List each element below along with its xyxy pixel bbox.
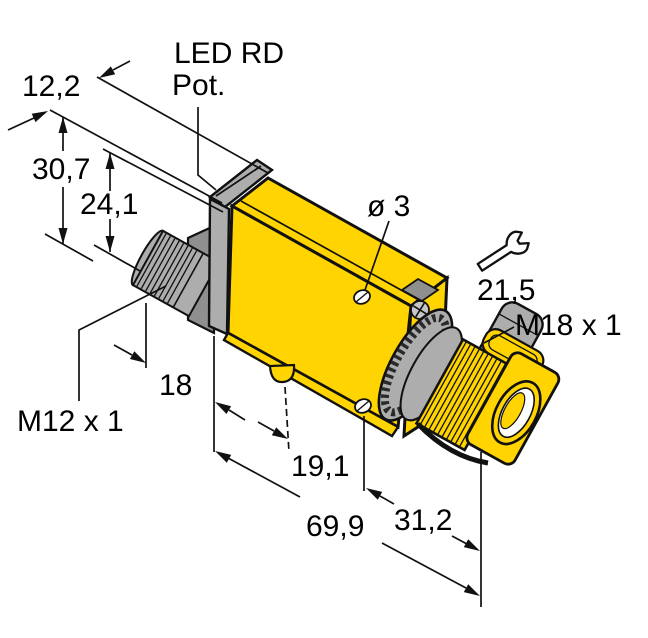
dimension-head-length: 31,2: [366, 488, 480, 551]
dimension-total-height: 30,7: [32, 117, 94, 262]
wrench-callout: 21,5: [476, 230, 535, 307]
wrench-icon: [476, 230, 530, 272]
ext-line-tab: [284, 386, 290, 453]
mounting-tab: [268, 363, 296, 384]
dim-label-connector-length: 18: [159, 369, 192, 402]
dimension-annotations: 12,2 30,7 24,1 LED RD Pot.: [7, 37, 622, 607]
dimension-top-width: 12,2: [7, 60, 269, 204]
dim-label-total-height: 30,7: [32, 153, 90, 186]
front-thread-label: M18 x 1: [515, 309, 622, 342]
lens-hood: [465, 351, 561, 466]
pot-notch: [400, 277, 440, 303]
mounting-hole-top: [353, 289, 371, 305]
lens-inner: [500, 392, 526, 430]
callout-front-thread: M18 x 1: [483, 309, 622, 344]
pot-label: Pot.: [172, 69, 225, 102]
dim-label-hole-diameter: ø 3: [367, 190, 410, 223]
sensor-head: [377, 301, 561, 466]
sensor-body: [130, 158, 561, 466]
callout-hole-diameter: ø 3: [364, 190, 410, 291]
body-bottom-strip: [222, 331, 400, 438]
dim-label-overall-length: 69,9: [306, 510, 364, 543]
dim-label-tab-offset: 19,1: [291, 450, 349, 483]
dim-label-wrench-size: 21,5: [477, 274, 535, 307]
callout-led-pot: LED RD Pot.: [172, 37, 284, 191]
dimension-tab-offset: 19,1: [257, 421, 349, 483]
knurled-ring: [377, 308, 463, 422]
dim-label-body-height: 24,1: [80, 188, 138, 221]
dimension-body-height: 24,1: [80, 148, 224, 272]
led-label: LED RD: [174, 37, 284, 70]
dimension-overall-length: 69,9: [215, 451, 480, 596]
rear-cap-back: [207, 197, 231, 336]
mounting-hole-bottom: [354, 398, 372, 414]
m12-connector: [130, 229, 221, 318]
dim-label-top-width: 12,2: [22, 70, 80, 103]
dim-label-head-length: 31,2: [394, 504, 452, 537]
connector-thread-label: M12 x 1: [17, 405, 124, 438]
dimension-connector-length: 18: [113, 344, 246, 421]
callout-connector-thread: M12 x 1: [17, 285, 167, 438]
